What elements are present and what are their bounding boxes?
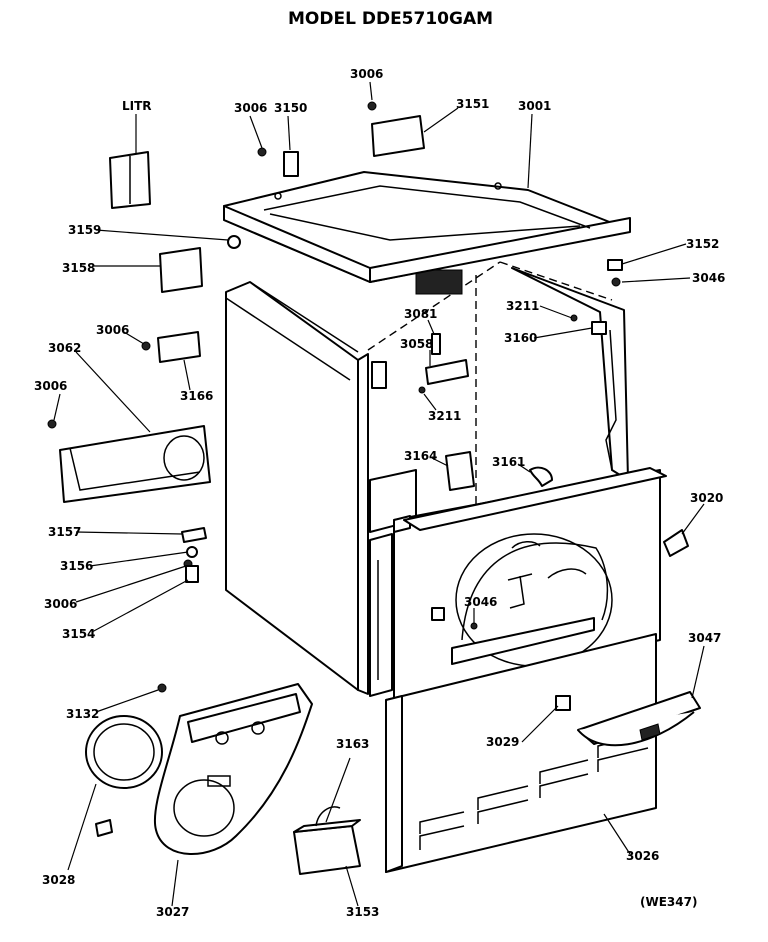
- literature-booklet: [109, 151, 151, 209]
- callout-3211-b: 3211: [428, 409, 461, 423]
- callout-3211-a: 3211: [506, 299, 539, 313]
- callout-3164: 3164: [404, 449, 437, 463]
- leader-lines: [53, 81, 705, 907]
- callout-3156: 3156: [60, 559, 93, 573]
- callout-3062: 3062: [48, 341, 81, 355]
- small-bracket: [95, 819, 113, 837]
- callout-3046-mid: 3046: [464, 595, 497, 609]
- callout-3001: 3001: [518, 99, 551, 113]
- callout-3006-top: 3006: [350, 67, 383, 81]
- callout-3158: 3158: [62, 261, 95, 275]
- callout-3006-a: 3006: [234, 101, 267, 115]
- callout-3152: 3152: [686, 237, 719, 251]
- part-3166-bracket: [157, 331, 201, 363]
- callout-3159: 3159: [68, 223, 101, 237]
- part-3156-washer: [186, 546, 198, 558]
- callout-3006-b: 3006: [96, 323, 129, 337]
- part-3027-bulkhead: [153, 683, 313, 855]
- callout-3046-right: 3046: [692, 271, 725, 285]
- callout-3132: 3132: [66, 707, 99, 721]
- part-3164-bracket: [445, 451, 475, 491]
- callout-3028: 3028: [42, 873, 75, 887]
- callout-3020: 3020: [690, 491, 723, 505]
- callout-3157: 3157: [48, 525, 81, 539]
- lower-front-panel: [385, 633, 657, 873]
- callout-3163: 3163: [336, 737, 369, 751]
- callout-3150: 3150: [274, 101, 307, 115]
- screw-3006-top: [367, 101, 377, 111]
- part-3161-thermostat: [529, 466, 553, 487]
- callout-3047: 3047: [688, 631, 721, 645]
- part-3150-post: [283, 151, 299, 177]
- callout-3160: 3160: [504, 331, 537, 345]
- callout-labels: LITR 3006 3006 3150 3151 3001 3159 3158 …: [34, 67, 725, 919]
- part-3062-housing: [59, 425, 211, 503]
- part-3020-hinge: [663, 529, 689, 557]
- screw-3132: [157, 683, 167, 693]
- part-3152-clip: [607, 259, 623, 271]
- callout-3161: 3161: [492, 455, 525, 469]
- callout-3081: 3081: [404, 307, 437, 321]
- screw-3211-b: [418, 386, 426, 394]
- part-3047-door: [577, 691, 701, 747]
- callout-3151: 3151: [456, 97, 489, 111]
- top-cover: [223, 171, 631, 283]
- screw-3046-right: [611, 277, 621, 287]
- screw-3006-a: [257, 147, 267, 157]
- callout-3006-c: 3006: [34, 379, 67, 393]
- part-3028-seal: [85, 715, 163, 789]
- callout-3006-d: 3006: [44, 597, 77, 611]
- part-3151-plate: [371, 115, 425, 157]
- diagram-code: (WE347): [640, 895, 697, 909]
- callout-3029: 3029: [486, 735, 519, 749]
- screw-3006-c: [47, 419, 57, 429]
- callout-3166: 3166: [180, 389, 213, 403]
- part-3154-foot: [185, 565, 199, 583]
- callout-3153: 3153: [346, 905, 379, 919]
- part-3160-block: [591, 321, 607, 335]
- part-3081-bracket: [431, 333, 441, 355]
- part-3157-clip: [181, 527, 207, 543]
- part-3029-catch: [555, 695, 571, 711]
- part-3158-plate: [159, 247, 203, 293]
- part-3159-bumper: [227, 235, 241, 249]
- part-3153-terminal-block: [293, 806, 361, 875]
- callout-3027: 3027: [156, 905, 189, 919]
- callout-3026: 3026: [626, 849, 659, 863]
- model-title: MODEL DDE5710GAM: [288, 9, 493, 29]
- callout-3154: 3154: [62, 627, 95, 641]
- part-3058-switch: [425, 359, 469, 385]
- callout-litr: LITR: [122, 99, 152, 113]
- callout-3058: 3058: [400, 337, 433, 351]
- front-panel: [393, 467, 667, 701]
